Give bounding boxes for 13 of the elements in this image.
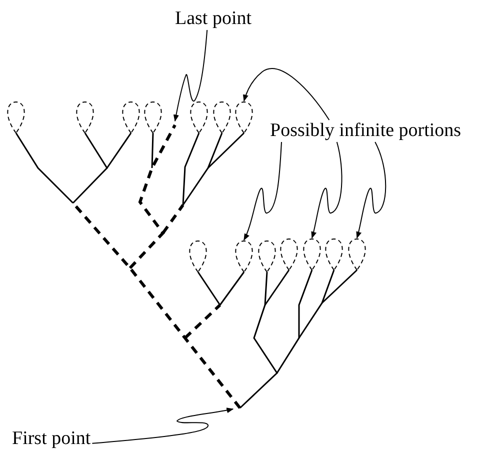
- leader-line: [356, 142, 386, 239]
- leader-line: [243, 68, 330, 120]
- dashed-loop: [235, 240, 253, 272]
- leader-line: [173, 30, 208, 122]
- dashed-loop: [348, 238, 366, 270]
- callout-label: First point: [12, 428, 91, 449]
- leader-line: [311, 142, 342, 239]
- callout-label: Possibly infinite portions: [270, 120, 462, 142]
- callout-label: Last point: [175, 8, 252, 30]
- leader-line: [244, 142, 282, 241]
- leader-line: [92, 408, 234, 444]
- dashed-loop: [303, 238, 321, 270]
- dashed-loop: [235, 102, 253, 134]
